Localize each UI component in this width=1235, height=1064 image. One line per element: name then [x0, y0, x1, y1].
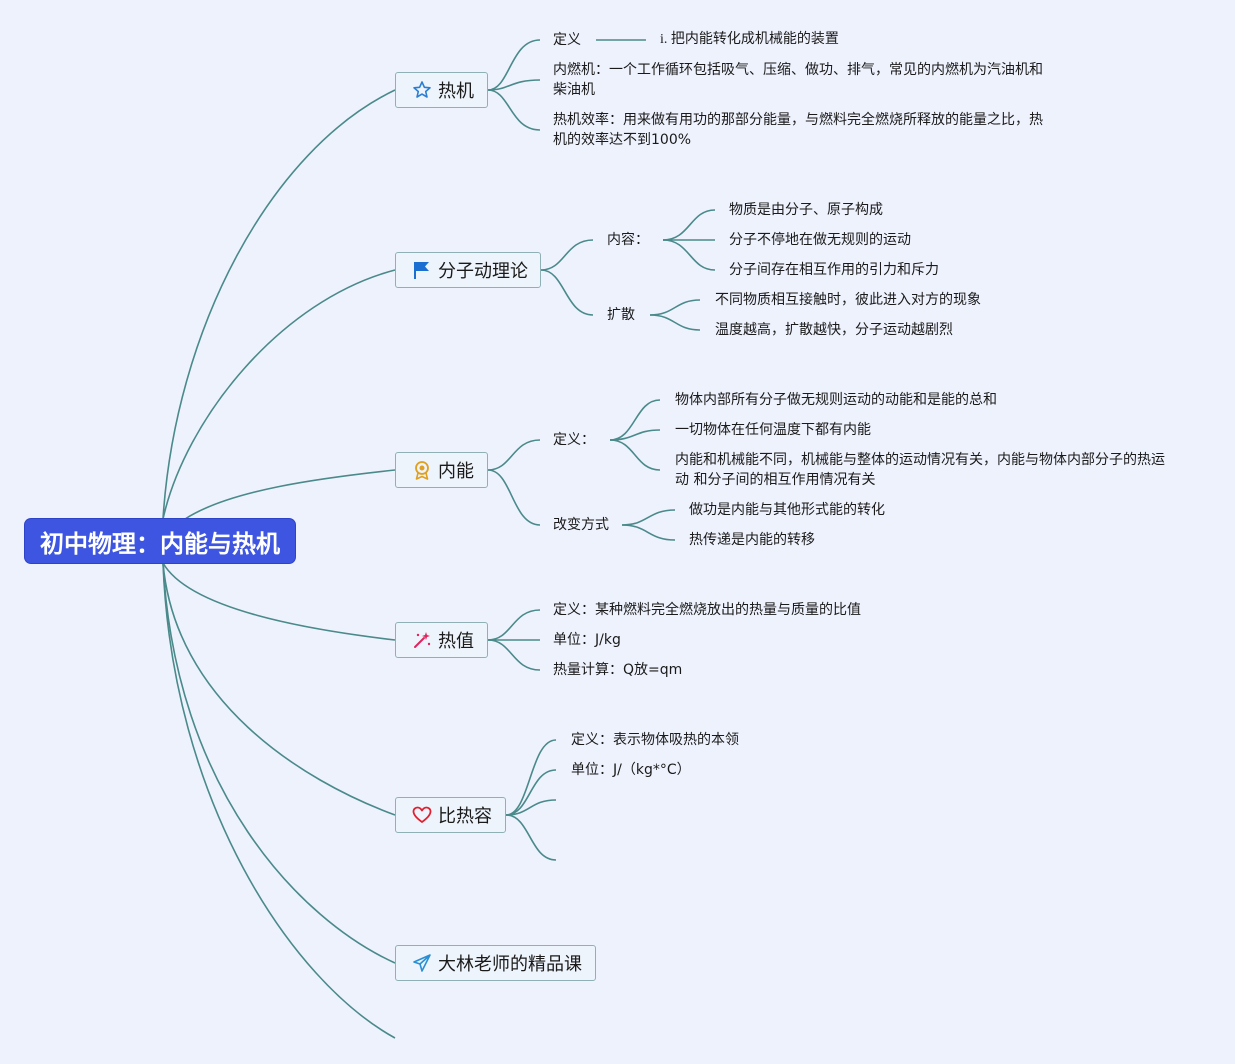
branch-label: 热值	[438, 631, 474, 652]
molecular-content-label: 内容：	[607, 232, 649, 248]
internal-energy-definition-label: 定义：	[553, 432, 595, 448]
specific-heat-item: 单位：J/（kg*°C）	[571, 762, 691, 778]
calorific-item: 热量计算：Q放=qm	[553, 662, 683, 678]
branch-label: 比热容	[438, 806, 492, 827]
molecular-diffusion-item: 温度越高，扩散越快，分子运动越剧烈	[715, 322, 953, 338]
calorific-item: 定义：某种燃料完全燃烧放出的热量与质量的比值	[553, 602, 861, 618]
branch-label: 分子动理论	[438, 261, 528, 282]
molecular-content-item: 物质是由分子、原子构成	[729, 202, 883, 218]
internal-energy-change-item: 热传递是内能的转移	[689, 532, 815, 548]
heat-engine-efficiency: 热机效率：用来做有用功的那部分能量，与燃料完全燃烧所释放的能量之比，热机的效率达…	[553, 112, 1043, 148]
internal-energy-change-label: 改变方式	[553, 517, 609, 533]
branch-calorific-value[interactable]: 热值	[395, 622, 488, 658]
internal-energy-definition-item: 物体内部所有分子做无规则运动的动能和是能的总和	[675, 392, 997, 408]
branch-label: 内能	[438, 461, 474, 482]
branch-label: 大林老师的精品课	[438, 954, 582, 975]
paper-plane-icon	[412, 953, 432, 973]
root-topic[interactable]: 初中物理：内能与热机	[25, 519, 295, 563]
branch-molecular-theory[interactable]: 分子动理论	[395, 252, 541, 288]
branch-label: 热机	[438, 81, 474, 102]
award-icon	[412, 460, 432, 480]
internal-energy-change-item: 做功是内能与其他形式能的转化	[689, 502, 885, 518]
heart-icon	[412, 805, 432, 825]
heat-engine-definition-label: 定义	[553, 32, 581, 48]
branch-heat-engine[interactable]: 热机	[395, 72, 488, 108]
magic-wand-icon	[412, 630, 432, 650]
heat-engine-definition-value: i. 把内能转化成机械能的装置	[660, 32, 839, 47]
molecular-diffusion-label: 扩散	[607, 307, 635, 323]
flag-icon	[412, 260, 432, 280]
internal-energy-definition-item: 内能和机械能不同，机械能与整体的运动情况有关，内能与物体内部分子的热运动 和分子…	[675, 452, 1165, 488]
heat-engine-ice: 内燃机：一个工作循环包括吸气、压缩、做功、排气，常见的内燃机为汽油机和柴油机	[553, 62, 1043, 98]
branch-specific-heat[interactable]: 比热容	[395, 797, 506, 833]
branch-internal-energy[interactable]: 内能	[395, 452, 488, 488]
branch-course[interactable]: 大林老师的精品课	[395, 945, 596, 981]
star-icon	[412, 80, 432, 100]
calorific-item: 单位：J/kg	[553, 632, 621, 648]
specific-heat-item: 定义：表示物体吸热的本领	[571, 732, 739, 748]
molecular-diffusion-item: 不同物质相互接触时，彼此进入对方的现象	[715, 292, 981, 308]
molecular-content-item: 分子间存在相互作用的引力和斥力	[729, 262, 939, 278]
molecular-content-item: 分子不停地在做无规则的运动	[729, 232, 911, 248]
internal-energy-definition-item: 一切物体在任何温度下都有内能	[675, 422, 871, 438]
